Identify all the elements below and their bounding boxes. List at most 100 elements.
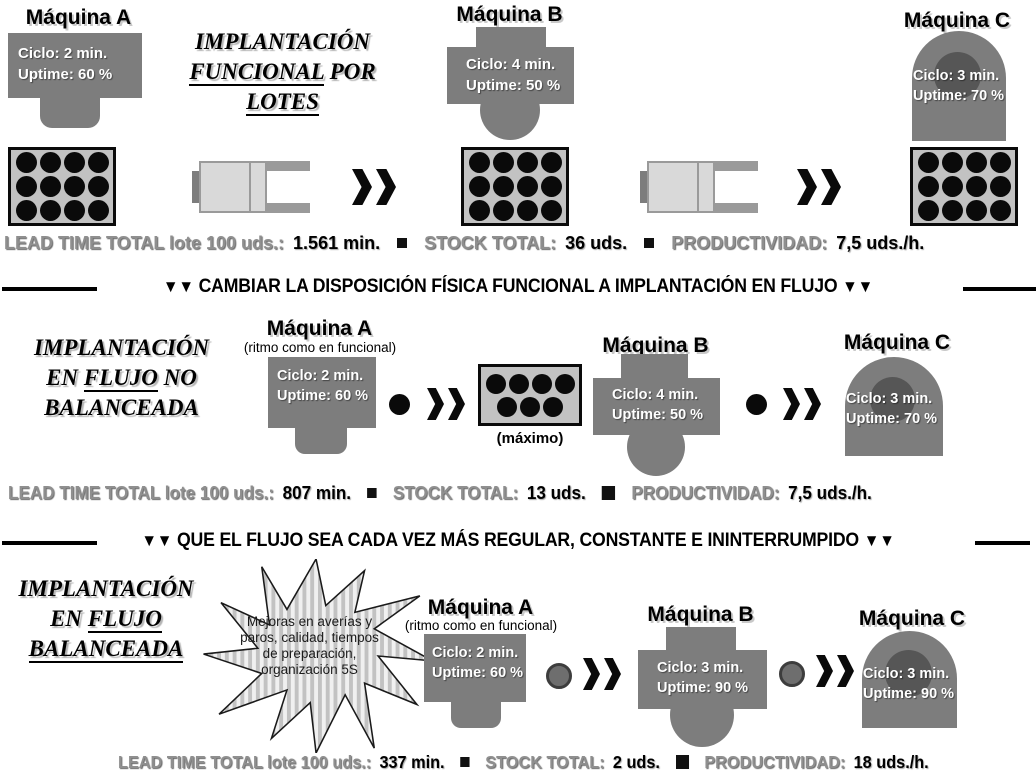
unit-dot xyxy=(492,176,514,197)
stock-label: STOCK TOTAL: xyxy=(392,483,519,503)
machine-uptime: Uptime: 60 % xyxy=(18,66,113,83)
unit-dot xyxy=(941,176,963,197)
stock-value: 36 uds. xyxy=(565,233,628,253)
divider-cambiar-disposicion: ▼▼ CAMBIAR LA DISPOSICIÓN FÍSICA FUNCION… xyxy=(0,276,1036,302)
unit-flow-dot xyxy=(746,394,767,415)
section2-title: IMPLANTACIÓN EN FLUJO NO BALANCEADA xyxy=(33,335,210,420)
unit-dot xyxy=(485,373,506,394)
unit-dot xyxy=(492,152,514,173)
bullet-square-icon xyxy=(397,238,408,249)
unit-dot xyxy=(543,396,563,417)
unit-dot xyxy=(63,176,85,197)
productivity-label: PRODUCTIVIDAD: xyxy=(704,752,846,772)
batch-tray xyxy=(8,147,116,226)
bullet-square-icon xyxy=(675,755,689,770)
buffer-tray xyxy=(478,364,582,426)
bullet-square-icon xyxy=(367,488,377,499)
unit-dot xyxy=(989,200,1011,221)
lead-time-label: LEAD TIME TOTAL lote 100 uds.: xyxy=(4,233,285,253)
unit-dot xyxy=(540,176,562,197)
stock-value: 13 uds. xyxy=(526,483,586,503)
divider-line xyxy=(2,287,97,291)
unit-flow-dot xyxy=(546,663,572,689)
productivity-label: PRODUCTIVIDAD: xyxy=(671,233,828,253)
flow-arrow-icon xyxy=(352,169,396,205)
unit-dot xyxy=(63,200,85,221)
unit-dot xyxy=(917,152,939,173)
machine-a-label: Máquina A xyxy=(266,317,373,340)
buffer-tray-caption: (máximo) xyxy=(496,430,564,447)
unit-dot xyxy=(965,176,987,197)
machine-a-label: Máquina A xyxy=(25,6,132,29)
unit-dot xyxy=(989,152,1011,173)
bullet-square-icon xyxy=(460,757,470,768)
machine-cycle: Ciclo: 3 min. xyxy=(846,391,933,407)
forklift-mast xyxy=(697,161,715,213)
stock-value: 2 uds. xyxy=(612,752,660,772)
stats-line-flujo-balanceada: LEAD TIME TOTAL lote 100 uds.: 337 min. … xyxy=(118,752,929,773)
machine-c-label: Máquina C xyxy=(843,331,951,354)
unit-dot xyxy=(39,176,61,197)
machine-uptime: Uptime: 90 % xyxy=(657,680,749,696)
divider-text: CAMBIAR LA DISPOSICIÓN FÍSICA FUNCIONAL … xyxy=(198,276,838,297)
lead-time-value: 337 min. xyxy=(379,752,445,772)
improvement-burst xyxy=(203,559,433,753)
machine-body xyxy=(424,634,526,702)
unit-dot xyxy=(965,152,987,173)
forklift-icon xyxy=(640,161,758,213)
stats-line-flujo-no-balanceada: LEAD TIME TOTAL lote 100 uds.: 807 min. … xyxy=(8,483,872,504)
batch-tray xyxy=(461,147,569,226)
machine-cycle: Ciclo: 2 min. xyxy=(277,368,364,384)
unit-dot xyxy=(531,373,552,394)
flow-arrow-icon xyxy=(816,655,854,687)
machine-tab xyxy=(295,428,347,454)
divider-text: QUE EL FLUJO SEA CADA VEZ MÁS REGULAR, C… xyxy=(176,530,859,551)
unit-dot xyxy=(468,200,490,221)
machine-c-label: Máquina C xyxy=(903,9,1011,32)
machine-uptime: Uptime: 50 % xyxy=(466,77,561,94)
machine-inner-circle xyxy=(870,377,915,422)
machine-body xyxy=(638,650,767,709)
unit-dot xyxy=(516,200,538,221)
unit-dot xyxy=(63,152,85,173)
unit-dot xyxy=(497,396,517,417)
down-arrows-icon: ▼▼ xyxy=(141,531,173,550)
machine-inner-circle xyxy=(934,52,981,99)
unit-flow-dot xyxy=(779,661,805,687)
machine-a-note: (ritmo como en funcional) xyxy=(404,618,558,633)
unit-dot xyxy=(15,152,37,173)
machine-c-label: Máquina C xyxy=(858,607,966,630)
productivity-label: PRODUCTIVIDAD: xyxy=(631,483,780,503)
lead-time-value: 1.561 min. xyxy=(293,233,381,253)
machine-uptime: Uptime: 50 % xyxy=(612,407,704,423)
flow-arrow-icon xyxy=(783,388,821,420)
unit-dot xyxy=(39,200,61,221)
batch-tray xyxy=(910,147,1018,226)
machine-b-label: Máquina B xyxy=(456,3,563,26)
forklift-body xyxy=(647,161,699,213)
productivity-value: 7,5 uds./h. xyxy=(836,233,925,253)
machine-uptime: Uptime: 70 % xyxy=(846,411,938,427)
forklift-body xyxy=(199,161,251,213)
machine-tab xyxy=(451,702,501,728)
stats-line-lotes: LEAD TIME TOTAL lote 100 uds.: 1.561 min… xyxy=(4,233,924,254)
machine-body xyxy=(593,378,720,435)
bullet-square-icon xyxy=(644,238,655,249)
unit-dot xyxy=(87,200,109,221)
unit-dot xyxy=(15,176,37,197)
machine-uptime: Uptime: 70 % xyxy=(913,88,1005,104)
flow-arrow-icon xyxy=(583,658,621,690)
machine-body xyxy=(447,47,574,104)
machine-b-label: Máquina B xyxy=(602,334,709,357)
forklift-plate xyxy=(640,171,649,203)
unit-dot xyxy=(508,373,529,394)
machine-uptime: Uptime: 60 % xyxy=(277,388,369,404)
unit-dot xyxy=(516,152,538,173)
forklift-prong xyxy=(713,203,758,213)
flow-arrow-icon xyxy=(427,388,465,420)
machine-inner-circle xyxy=(885,650,932,697)
unit-dot xyxy=(941,152,963,173)
section3-title: IMPLANTACIÓN EN FLUJO BALANCEADA xyxy=(18,576,194,663)
machine-uptime: Uptime: 90 % xyxy=(863,686,955,702)
